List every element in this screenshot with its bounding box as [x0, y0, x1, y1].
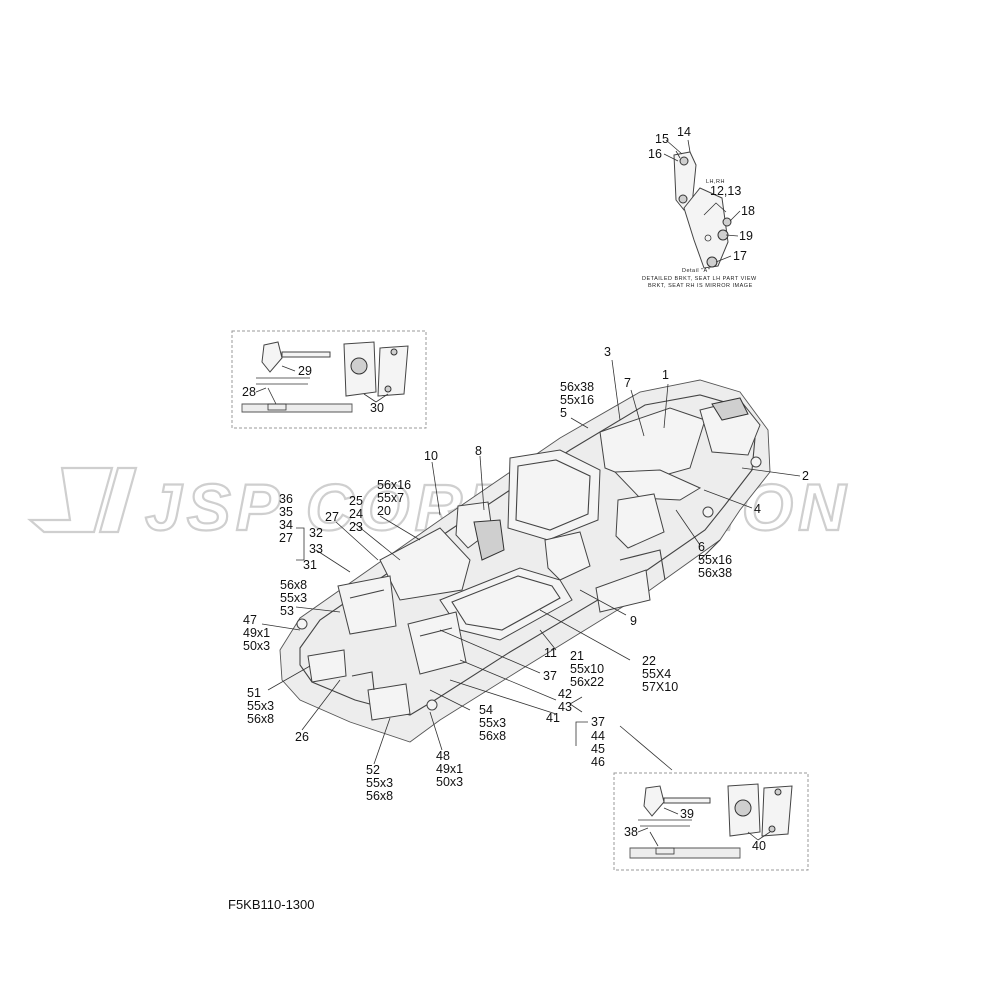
callout-42: 42 [558, 687, 572, 701]
qty-55x3-c: 55x3 [247, 699, 274, 713]
callout-3: 3 [604, 345, 611, 359]
detail-a-drawing [673, 139, 732, 269]
inset-1-drawing [241, 341, 409, 413]
qty-55x3-d: 55x3 [366, 776, 393, 790]
qty-55x3-b: 55x3 [479, 716, 506, 730]
callout-27-b: 27 [279, 531, 293, 545]
callout-24: 24 [349, 507, 363, 521]
callout-38: 38 [624, 825, 638, 839]
qty-56x38-b: 56x38 [698, 566, 732, 580]
callout-30: 30 [370, 401, 384, 415]
detail-note-2: BRKT, SEAT RH IS MIRROR IMAGE [648, 283, 753, 289]
callout-14: 14 [677, 125, 691, 139]
qty-50x3-a: 50x3 [243, 639, 270, 653]
callout-37-a: 37 [543, 669, 557, 683]
callout-19: 19 [739, 229, 753, 243]
detail-lr-rh: LH,RH [706, 179, 725, 185]
callout-46: 46 [591, 755, 605, 769]
callout-43: 43 [558, 700, 572, 714]
qty-55x3-a: 55x3 [280, 591, 307, 605]
callout-39: 39 [680, 807, 694, 821]
callout-26: 26 [295, 730, 309, 744]
qty-55x10: 55x10 [570, 662, 604, 676]
inset-2-drawing [629, 783, 793, 859]
boat-deck-drawing [279, 379, 771, 743]
callout-48: 48 [436, 749, 450, 763]
callout-36: 36 [279, 492, 293, 506]
callout-45: 45 [591, 742, 605, 756]
callout-37-b: 37 [591, 715, 605, 729]
watermark-logo-icon [27, 466, 138, 534]
inset-box-seat-latch [231, 330, 427, 429]
callout-53: 53 [280, 604, 294, 618]
callout-labels: 3 1 7 56x38 55x16 5 2 4 6 55x16 56x38 8 … [243, 345, 809, 803]
qty-56x22: 56x22 [570, 675, 604, 689]
callout-51: 51 [247, 686, 261, 700]
qty-56x8-b: 56x8 [479, 729, 506, 743]
callout-18: 18 [741, 204, 755, 218]
callout-9: 9 [630, 614, 637, 628]
callout-12-13: 12,13 [710, 184, 741, 198]
callout-22: 22 [642, 654, 656, 668]
qty-55x16-a: 55x16 [560, 393, 594, 407]
callout-15: 15 [655, 132, 669, 146]
callout-29: 29 [298, 364, 312, 378]
callout-52: 52 [366, 763, 380, 777]
callout-7: 7 [624, 376, 631, 390]
callout-1: 1 [662, 368, 669, 382]
callout-4: 4 [754, 502, 761, 516]
qty-55x4: 55X4 [642, 667, 671, 681]
callout-25: 25 [349, 494, 363, 508]
qty-56x8-d: 56x8 [366, 789, 393, 803]
callout-35: 35 [279, 505, 293, 519]
callout-20: 20 [377, 504, 391, 518]
callout-16: 16 [648, 147, 662, 161]
qty-55x16-b: 55x16 [698, 553, 732, 567]
callout-31: 31 [303, 558, 317, 572]
figure-code: F5KB110-1300 [228, 897, 315, 912]
callout-33: 33 [309, 542, 323, 556]
callout-32: 32 [309, 526, 323, 540]
qty-56x8-c: 56x8 [247, 712, 274, 726]
leader-lines [261, 359, 801, 771]
callout-5: 5 [560, 406, 567, 420]
qty-57x10: 57X10 [642, 680, 678, 694]
callout-17: 17 [733, 249, 747, 263]
callout-6: 6 [698, 540, 705, 554]
inset-box-seat-latch-2 [613, 772, 809, 871]
qty-49x1-a: 49x1 [243, 626, 270, 640]
qty-50x3-b: 50x3 [436, 775, 463, 789]
detail-caption: Detail "A" [682, 268, 710, 274]
qty-56x16: 56x16 [377, 478, 411, 492]
callout-10: 10 [424, 449, 438, 463]
qty-56x8-a: 56x8 [280, 578, 307, 592]
callout-54: 54 [479, 703, 493, 717]
qty-56x38-a: 56x38 [560, 380, 594, 394]
callout-21: 21 [570, 649, 584, 663]
callout-47: 47 [243, 613, 257, 627]
callout-40: 40 [752, 839, 766, 853]
qty-55x7: 55x7 [377, 491, 404, 505]
detail-note-1: DETAILED BRKT, SEAT LH PART VIEW [642, 276, 757, 282]
callout-44: 44 [591, 729, 605, 743]
callout-28: 28 [242, 385, 256, 399]
callout-2: 2 [802, 469, 809, 483]
callout-23: 23 [349, 520, 363, 534]
callout-41: 41 [546, 711, 560, 725]
callout-8: 8 [475, 444, 482, 458]
callout-11: 11 [544, 646, 557, 660]
callout-34: 34 [279, 518, 293, 532]
qty-49x1-b: 49x1 [436, 762, 463, 776]
callout-27-a: 27 [325, 510, 339, 524]
